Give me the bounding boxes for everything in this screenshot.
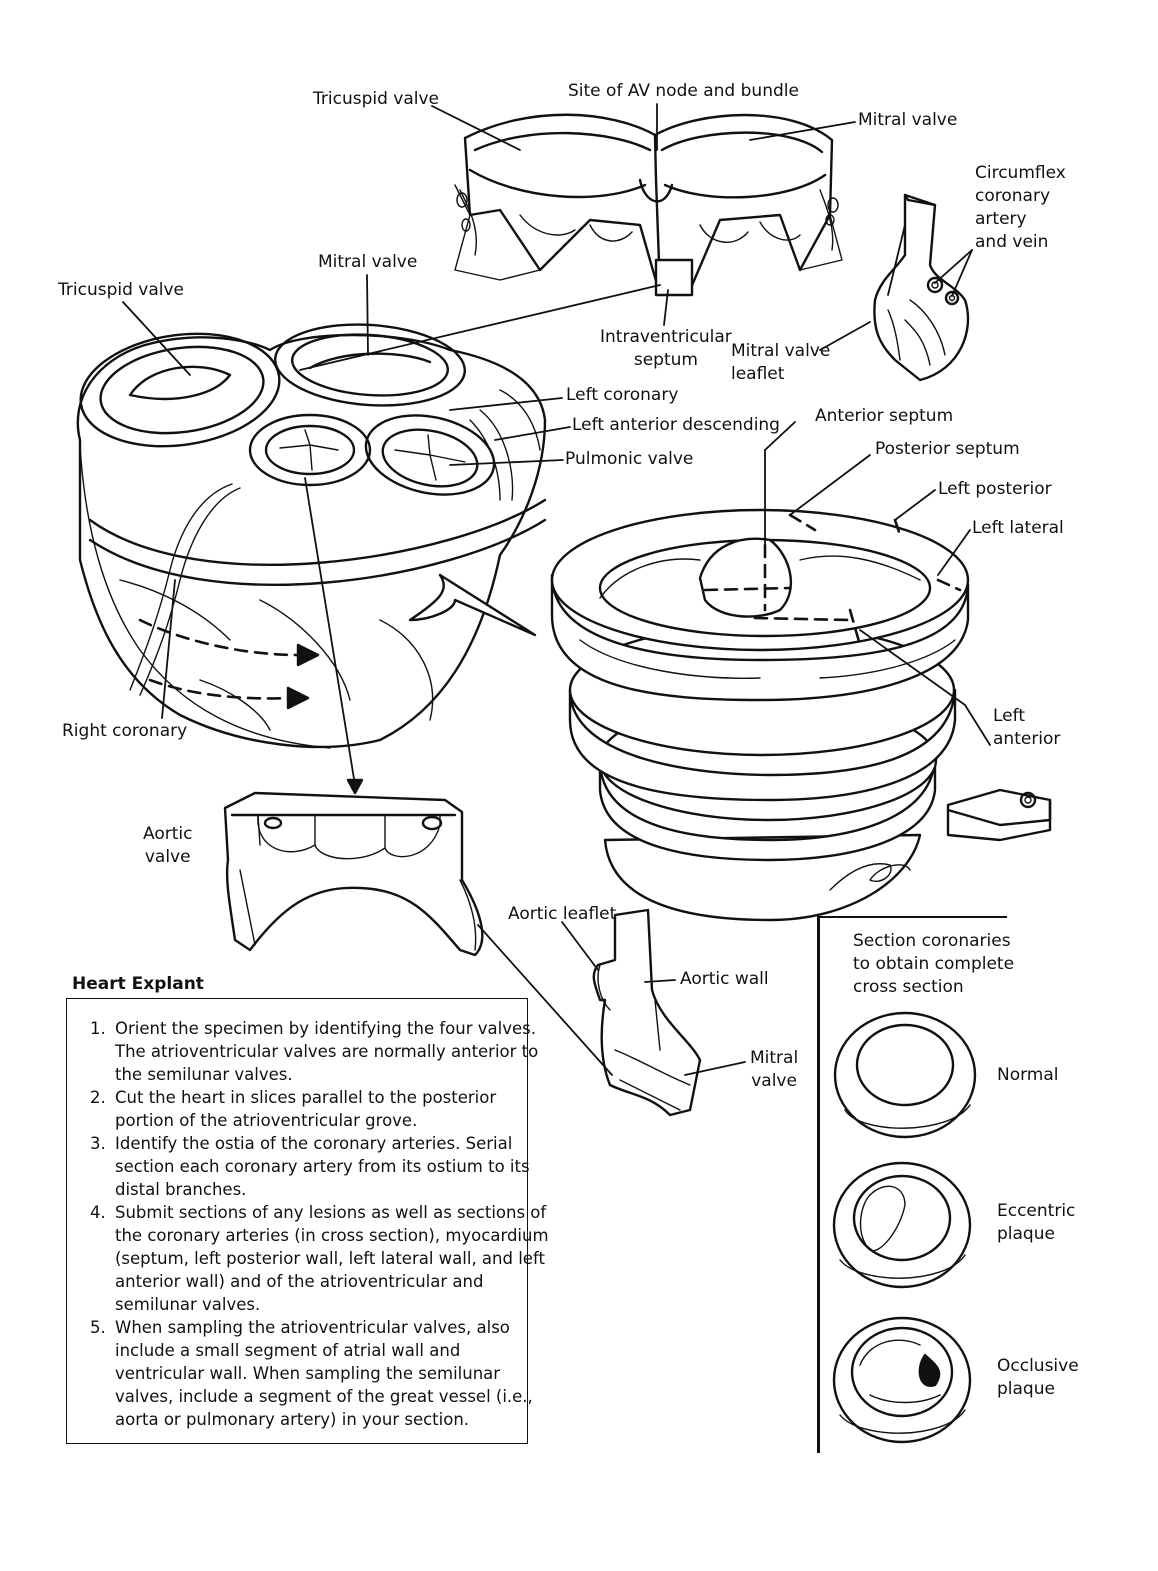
label-right-coronary: Right coronary xyxy=(62,720,187,743)
label-av-node-site: Site of AV node and bundle xyxy=(568,80,799,103)
label-left-lateral: Left lateral xyxy=(972,517,1064,540)
label-line: valve xyxy=(750,1070,798,1093)
coronary-section-instruction: Section coronaries to obtain complete cr… xyxy=(853,930,1014,999)
label-anterior-septum: Anterior septum xyxy=(815,405,953,428)
label-left-coronary: Left coronary xyxy=(566,384,678,407)
label-occlusive-plaque: Occlusive plaque xyxy=(997,1355,1079,1401)
explant-step: When sampling the atrioventricular valve… xyxy=(111,1316,549,1431)
label-tricuspid-valve-mid: Tricuspid valve xyxy=(58,279,184,302)
note-line: cross section xyxy=(853,976,1014,999)
label-line: plaque xyxy=(997,1223,1075,1246)
label-intraventricular-septum: Intraventricular septum xyxy=(600,326,732,372)
label-line: and vein xyxy=(975,231,1066,254)
label-line: Eccentric xyxy=(997,1200,1075,1223)
ventricle-slices-drawing xyxy=(552,510,968,920)
circumflex-slab-drawing xyxy=(874,195,968,380)
label-left-posterior: Left posterior xyxy=(938,478,1052,501)
label-aortic-valve: Aortic valve xyxy=(143,823,192,869)
label-line: coronary xyxy=(975,185,1066,208)
explant-step: Submit sections of any lesions as well a… xyxy=(111,1201,549,1316)
av-valve-slab-drawing xyxy=(455,115,842,295)
explant-steps-list: Orient the specimen by identifying the f… xyxy=(73,1017,549,1431)
label-line: Mitral valve xyxy=(731,340,830,363)
aortic-valve-slab-drawing xyxy=(225,793,482,955)
coronary-cross-sections-drawing xyxy=(834,1013,975,1442)
label-line: Intraventricular xyxy=(600,326,732,349)
explant-box-title: Heart Explant xyxy=(72,974,204,994)
coronary-panel-divider xyxy=(817,918,820,1453)
heart-drawing xyxy=(73,318,545,748)
note-line: to obtain complete xyxy=(853,953,1014,976)
explant-step: Orient the specimen by identifying the f… xyxy=(111,1017,549,1086)
label-line: valve xyxy=(143,846,192,869)
label-line: Aortic xyxy=(143,823,192,846)
label-line: Mitral xyxy=(750,1047,798,1070)
label-mitral-valve-bottom: Mitral valve xyxy=(750,1047,798,1093)
explant-step: Identify the ostia of the coronary arter… xyxy=(111,1132,549,1201)
label-circumflex-artery: Circumflex coronary artery and vein xyxy=(975,162,1066,254)
label-mitral-valve-leaflet: Mitral valve leaflet xyxy=(731,340,830,386)
label-line: artery xyxy=(975,208,1066,231)
label-line: Left xyxy=(993,705,1060,728)
note-line: Section coronaries xyxy=(853,930,1014,953)
label-mitral-valve-top: Mitral valve xyxy=(858,109,957,132)
label-line: anterior xyxy=(993,728,1060,751)
label-line: septum xyxy=(600,349,732,372)
coronary-panel-top-rule xyxy=(817,916,1007,918)
label-eccentric-plaque: Eccentric plaque xyxy=(997,1200,1075,1246)
explant-instructions-box: Orient the specimen by identifying the f… xyxy=(66,998,528,1444)
label-aortic-leaflet: Aortic leaflet xyxy=(508,903,616,926)
label-posterior-septum: Posterior septum xyxy=(875,438,1020,461)
label-line: Circumflex xyxy=(975,162,1066,185)
label-aortic-wall: Aortic wall xyxy=(680,968,769,991)
label-left-anterior-descending: Left anterior descending xyxy=(572,414,780,437)
label-line: leaflet xyxy=(731,363,830,386)
label-tricuspid-valve-top: Tricuspid valve xyxy=(313,88,439,111)
label-line: Occlusive xyxy=(997,1355,1079,1378)
label-pulmonic-valve: Pulmonic valve xyxy=(565,448,693,471)
aortic-wall-slab-drawing xyxy=(594,910,700,1115)
label-line: plaque xyxy=(997,1378,1079,1401)
explant-step: Cut the heart in slices parallel to the … xyxy=(111,1086,549,1132)
label-left-anterior: Left anterior xyxy=(993,705,1060,751)
left-anterior-block-drawing xyxy=(948,790,1050,840)
label-mitral-valve-mid: Mitral valve xyxy=(318,251,417,274)
label-normal: Normal xyxy=(997,1064,1059,1087)
